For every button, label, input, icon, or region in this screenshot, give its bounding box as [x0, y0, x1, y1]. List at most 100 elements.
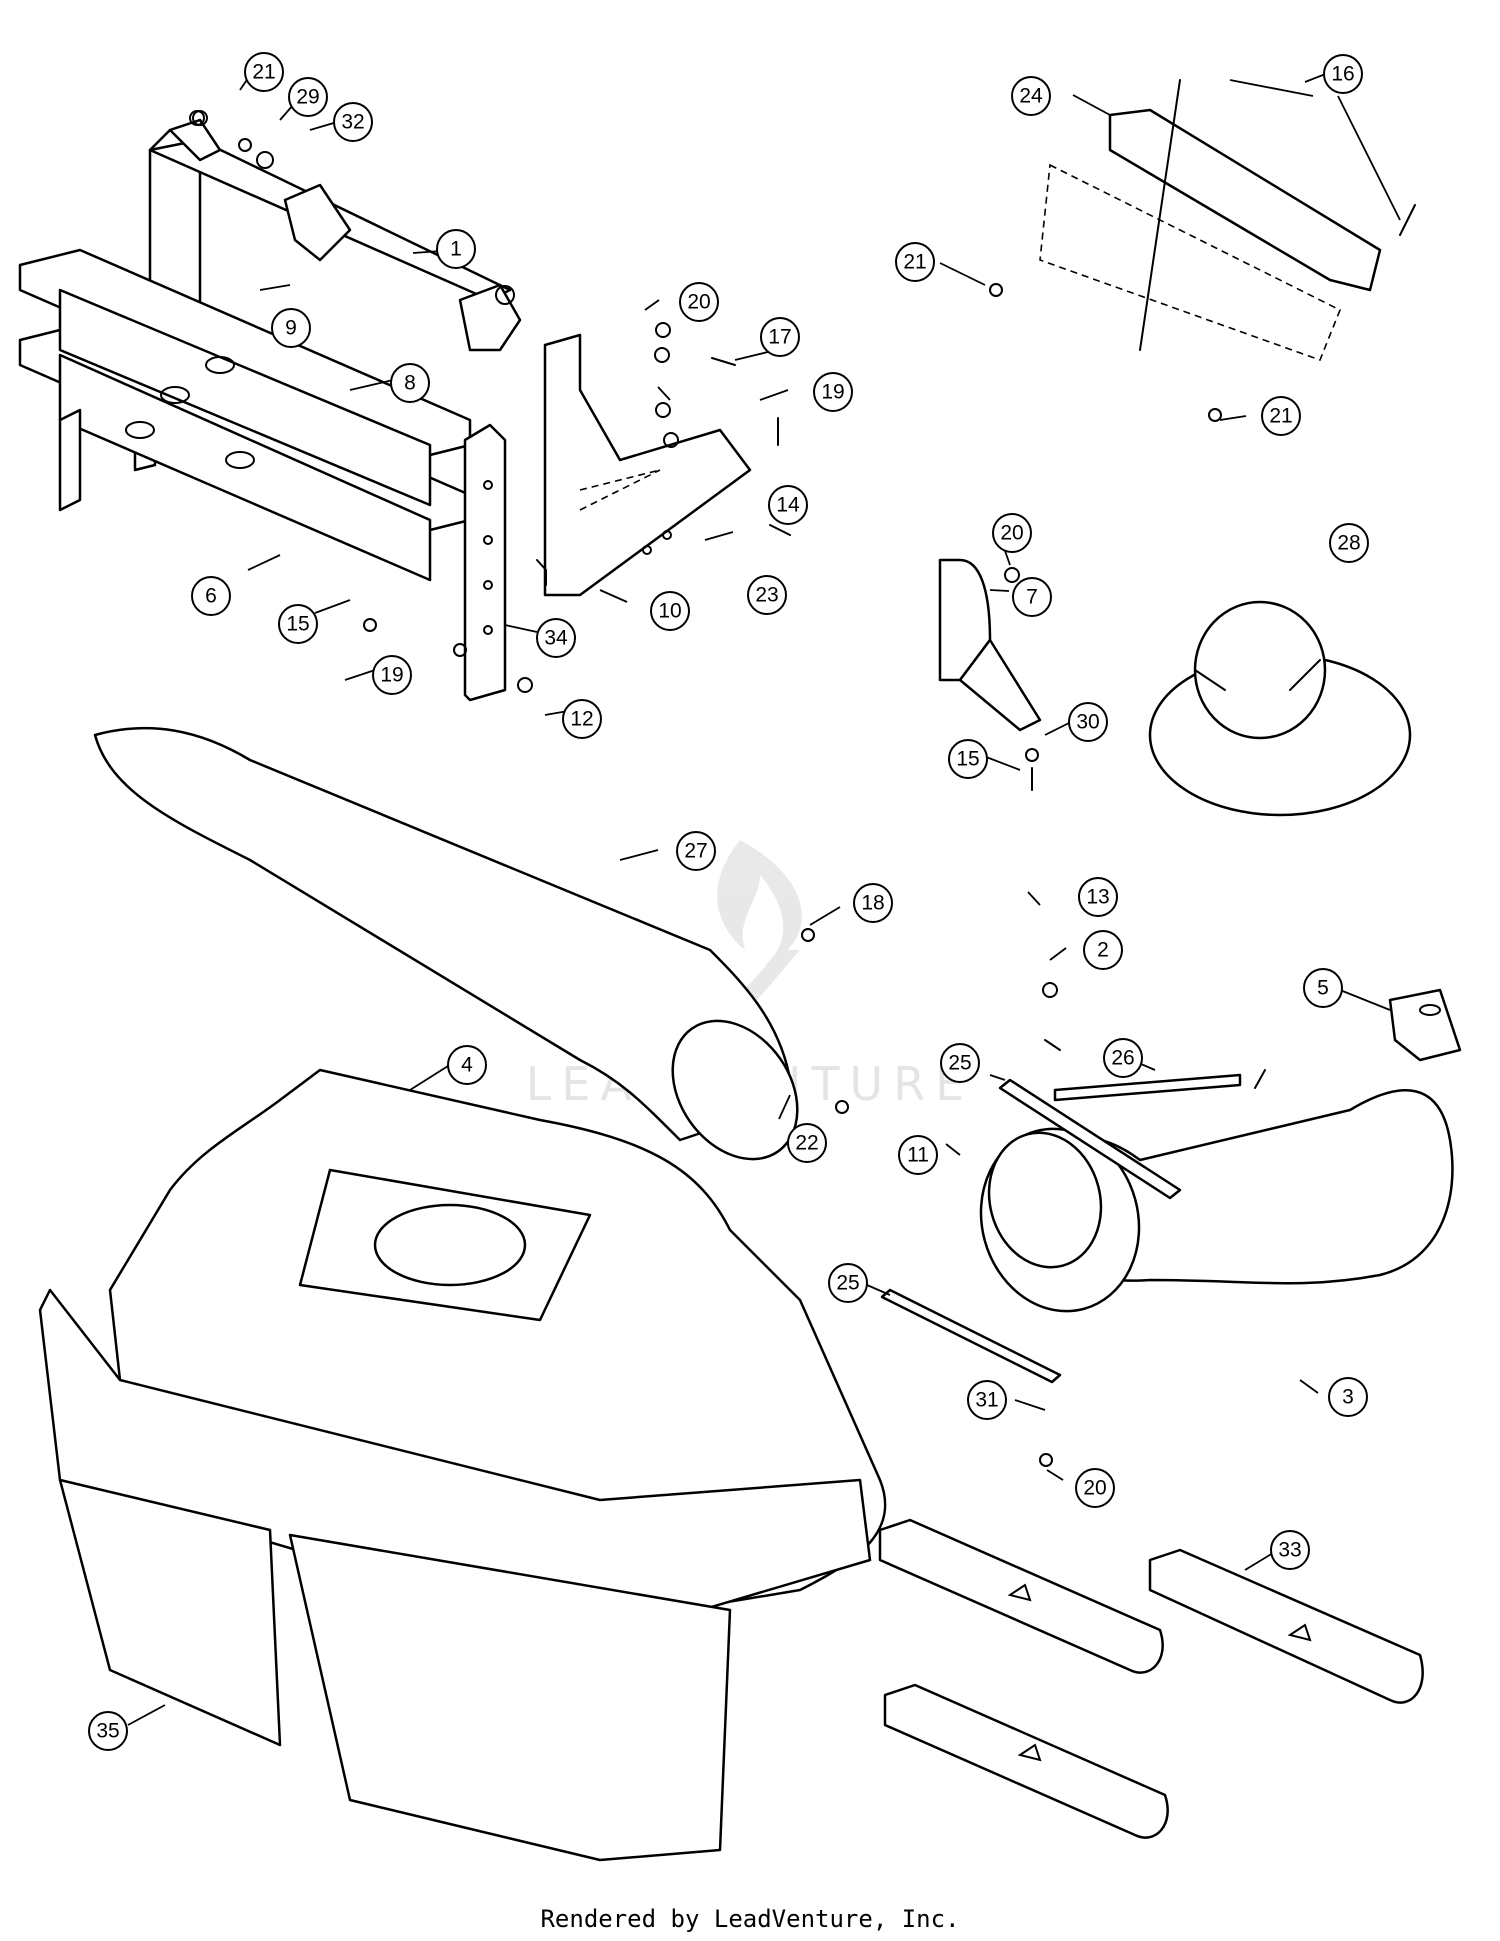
part-28-cylinder: [1148, 600, 1412, 817]
svg-text:31: 31: [975, 1389, 998, 1412]
svg-text:26: 26: [1111, 1047, 1134, 1070]
svg-text:35: 35: [96, 1720, 119, 1743]
svg-text:32: 32: [341, 111, 364, 134]
part-27-discharge-chute: [93, 726, 799, 1161]
svg-text:15: 15: [956, 748, 979, 771]
svg-text:4: 4: [461, 1054, 473, 1077]
callout-21a: 21: [244, 52, 284, 92]
svg-text:25: 25: [948, 1052, 971, 1075]
svg-text:20: 20: [1000, 522, 1023, 545]
callout-15b: 15: [948, 739, 988, 779]
callout-13: 13: [1078, 877, 1118, 917]
callout-7: 7: [1012, 577, 1052, 617]
callout-31: 31: [967, 1380, 1007, 1420]
flame-logo-icon: [690, 840, 802, 1020]
svg-text:7: 7: [1026, 586, 1038, 609]
svg-text:2: 2: [1097, 939, 1109, 962]
callout-14: 14: [768, 485, 808, 525]
part-33-blades: [878, 1518, 1424, 1839]
callout-20b: 20: [992, 513, 1032, 553]
svg-text:21: 21: [1269, 405, 1292, 428]
svg-text:15: 15: [286, 613, 309, 636]
svg-text:25: 25: [836, 1272, 859, 1295]
svg-text:3: 3: [1342, 1386, 1354, 1409]
callout-24: 24: [1011, 76, 1051, 116]
callout-34: 34: [536, 618, 576, 658]
svg-text:16: 16: [1331, 63, 1354, 86]
svg-text:20: 20: [1083, 1477, 1106, 1500]
hardware: [189, 79, 1416, 1467]
callout-22: 22: [787, 1123, 827, 1163]
part-34-side-plate: [463, 423, 507, 702]
callout-28: 28: [1329, 523, 1369, 563]
callout-9: 9: [271, 308, 311, 348]
callout-16: 16: [1323, 54, 1363, 94]
callout-4: 4: [447, 1045, 487, 1085]
svg-text:8: 8: [404, 372, 416, 395]
callout-32: 32: [333, 102, 373, 142]
part-7-bracket: [938, 558, 1042, 732]
callout-11: 11: [898, 1135, 938, 1175]
part-10-bracket: [543, 333, 752, 597]
part-24-deflector: [1039, 108, 1382, 362]
svg-text:28: 28: [1337, 532, 1360, 555]
callout-1: 1: [436, 229, 476, 269]
svg-text:20: 20: [687, 291, 710, 314]
svg-text:19: 19: [821, 381, 844, 404]
footer-credit: Rendered by LeadVenture, Inc.: [540, 1905, 960, 1933]
svg-text:17: 17: [768, 326, 791, 349]
svg-text:11: 11: [907, 1144, 929, 1167]
callout-29: 29: [288, 77, 328, 117]
svg-text:18: 18: [861, 892, 884, 915]
callout-35: 35: [88, 1711, 128, 1751]
callout-17: 17: [760, 317, 800, 357]
svg-text:12: 12: [570, 708, 593, 731]
svg-text:27: 27: [684, 840, 707, 863]
callout-3: 3: [1328, 1377, 1368, 1417]
callout-27: 27: [676, 831, 716, 871]
callout-20a: 20: [679, 282, 719, 322]
callout-20c: 20: [1075, 1468, 1115, 1508]
callout-12: 12: [562, 699, 602, 739]
part-4-35-bagger: [38, 1068, 887, 1862]
svg-text:30: 30: [1076, 711, 1099, 734]
callout-8: 8: [390, 363, 430, 403]
part-3-chute: [979, 1089, 1454, 1313]
callout-25b: 25: [828, 1263, 868, 1303]
svg-text:5: 5: [1317, 977, 1329, 1000]
callout-26: 26: [1103, 1038, 1143, 1078]
callout-19b: 19: [372, 655, 412, 695]
svg-text:23: 23: [755, 584, 778, 607]
callout-15a: 15: [278, 604, 318, 644]
callout-21c: 21: [1261, 396, 1301, 436]
callout-5: 5: [1303, 968, 1343, 1008]
svg-text:14: 14: [776, 494, 800, 517]
callout-25a: 25: [940, 1043, 980, 1083]
svg-text:24: 24: [1019, 85, 1043, 108]
callout-2: 2: [1083, 930, 1123, 970]
callout-10: 10: [650, 591, 690, 631]
callout-33: 33: [1270, 1530, 1310, 1570]
svg-text:33: 33: [1278, 1539, 1301, 1562]
callout-6: 6: [191, 576, 231, 616]
svg-text:21: 21: [252, 61, 275, 84]
svg-text:22: 22: [795, 1132, 818, 1155]
svg-text:10: 10: [658, 600, 681, 623]
svg-text:29: 29: [296, 86, 319, 109]
part-6-8-9-frame-plates: [18, 248, 472, 582]
callout-19a: 19: [813, 372, 853, 412]
callout-18: 18: [853, 883, 893, 923]
svg-text:13: 13: [1086, 886, 1109, 909]
part-25-26-rods: [880, 1073, 1242, 1384]
callout-30: 30: [1068, 702, 1108, 742]
callout-21b: 21: [895, 242, 935, 282]
svg-text:19: 19: [380, 664, 403, 687]
svg-text:34: 34: [544, 627, 568, 650]
svg-text:21: 21: [903, 251, 926, 274]
svg-text:6: 6: [205, 585, 217, 608]
part-5-bracket: [1388, 988, 1462, 1062]
callout-23: 23: [747, 575, 787, 615]
svg-text:1: 1: [450, 238, 462, 261]
svg-text:9: 9: [285, 317, 297, 340]
